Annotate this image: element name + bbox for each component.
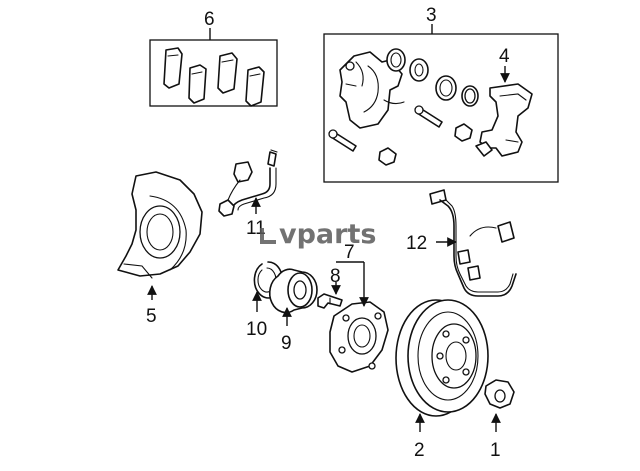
brake-pad <box>188 64 207 104</box>
callout-5[interactable]: 5 <box>146 306 157 327</box>
hub-bolt[interactable] <box>317 293 343 309</box>
caliper-body[interactable] <box>339 51 405 129</box>
wheel-hub[interactable] <box>329 301 389 373</box>
callout-2[interactable]: 2 <box>414 440 425 461</box>
hub-nut[interactable] <box>484 379 515 409</box>
callout-6[interactable]: 6 <box>204 9 215 30</box>
caliper-kit-box <box>323 33 559 183</box>
guide-pin <box>414 105 443 128</box>
retaining-ring <box>461 85 479 107</box>
piston <box>409 58 429 82</box>
guide-pin <box>328 129 357 152</box>
piston-seal <box>386 48 406 72</box>
wheel-bearing[interactable] <box>268 268 318 314</box>
callout-9[interactable]: 9 <box>281 333 292 354</box>
brake-rotor[interactable] <box>395 299 489 417</box>
callout-8[interactable]: 8 <box>330 266 341 287</box>
callout-4[interactable]: 4 <box>499 46 510 67</box>
brake-pad <box>217 52 238 94</box>
callout-7[interactable]: 7 <box>344 242 355 263</box>
brake-pad-set[interactable] <box>149 39 278 107</box>
brake-pad <box>245 66 265 107</box>
abs-sensor-harness[interactable] <box>429 189 517 297</box>
brake-hose[interactable] <box>218 149 278 217</box>
piston-boot <box>435 75 457 101</box>
callout-12[interactable]: 12 <box>406 233 427 254</box>
brake-pad <box>163 47 183 89</box>
pin-boot <box>454 123 473 142</box>
callout-3[interactable]: 3 <box>426 5 437 26</box>
callout-1[interactable]: 1 <box>490 440 501 461</box>
callout-10[interactable]: 10 <box>246 319 267 340</box>
watermark-text: vparts <box>279 219 376 250</box>
watermark-logo: vparts <box>260 219 376 250</box>
caliper-bracket[interactable] <box>475 83 533 157</box>
dust-shield[interactable] <box>117 171 203 279</box>
pin-boot <box>378 147 397 166</box>
